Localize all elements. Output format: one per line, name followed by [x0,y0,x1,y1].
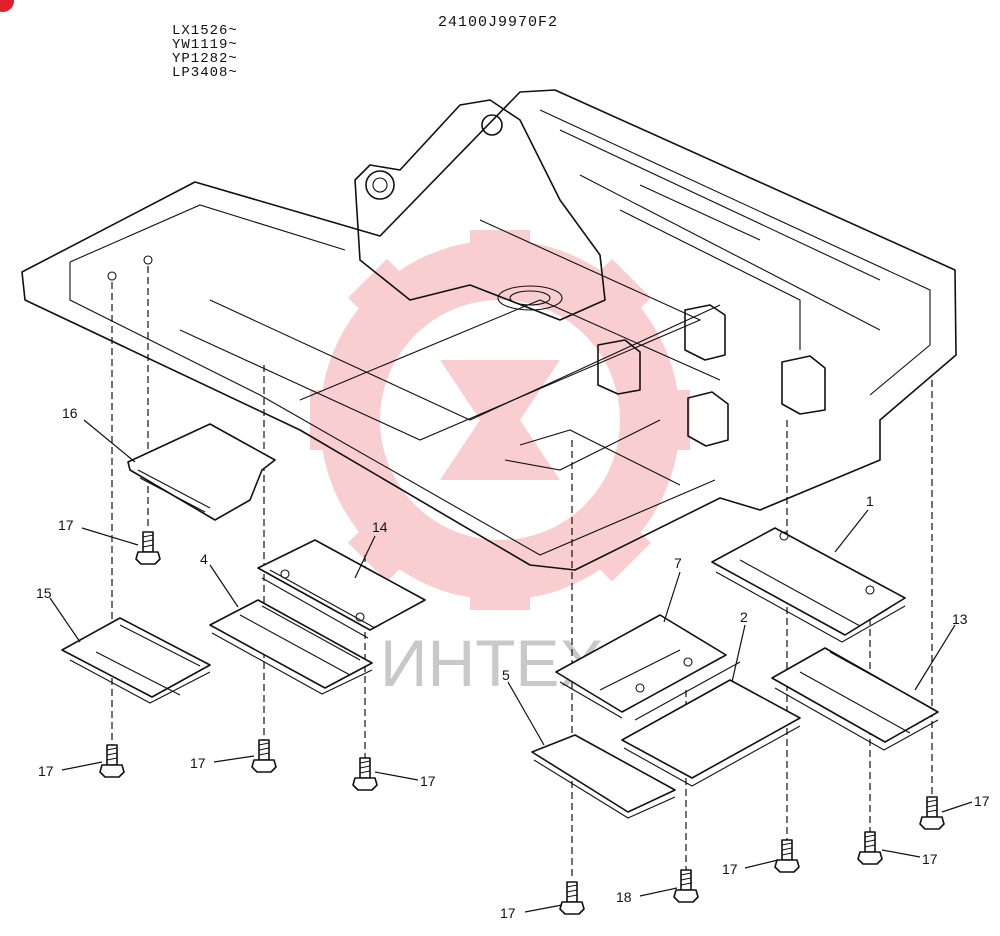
leader-lines [49,419,973,913]
serial-number: YW1119~ [172,37,238,53]
part-number: 24100J9970F2 [438,14,559,31]
cover-plate-14 [257,539,426,639]
callout-17: 17 [420,773,436,789]
serial-number: LX1526~ [172,23,238,39]
callout-1: 1 [866,493,874,509]
callout-17: 17 [974,793,990,809]
bolt-icon [919,796,945,830]
upper-frame [21,89,957,571]
callout-2: 2 [740,609,748,625]
callout-16: 16 [62,405,78,421]
bolt-icon [99,744,125,778]
serial-number-list: LX1526~ YW1119~ YP1282~ LP3408~ [172,24,238,80]
cover-plate-7 [555,614,727,719]
bolt-icon [774,839,800,873]
callout-18: 18 [616,889,632,905]
bolt-icon [251,739,277,773]
callout-17: 17 [500,905,516,921]
bolt-icon [352,757,378,791]
bolt-icon [673,869,699,903]
callout-7: 7 [674,555,682,571]
cover-plate-1 [711,527,906,643]
cover-plate-5 [531,734,676,819]
callout-17: 17 [38,763,54,779]
callout-15: 15 [36,585,52,601]
callout-17: 17 [922,851,938,867]
callout-17: 17 [58,517,74,533]
bolt-icon [857,831,883,865]
callout-4: 4 [200,551,208,567]
bolt-icon [135,531,161,565]
bolt-icon [559,881,585,915]
watermark-text: ИНТЕХ [380,626,603,700]
callout-17: 17 [722,861,738,877]
watermark-logo [310,230,690,610]
cover-plate-15 [61,617,211,704]
cover-plate-16 [127,423,276,521]
cover-plate-4 [209,599,373,695]
callout-14: 14 [372,519,388,535]
cover-plate-13 [771,647,939,751]
serial-number: LP3408~ [172,65,238,81]
callout-5: 5 [502,667,510,683]
callout-17: 17 [190,755,206,771]
serial-number: YP1282~ [172,51,238,67]
callout-13: 13 [952,611,968,627]
cover-plate-2 [621,661,801,787]
corner-marker [0,0,14,12]
